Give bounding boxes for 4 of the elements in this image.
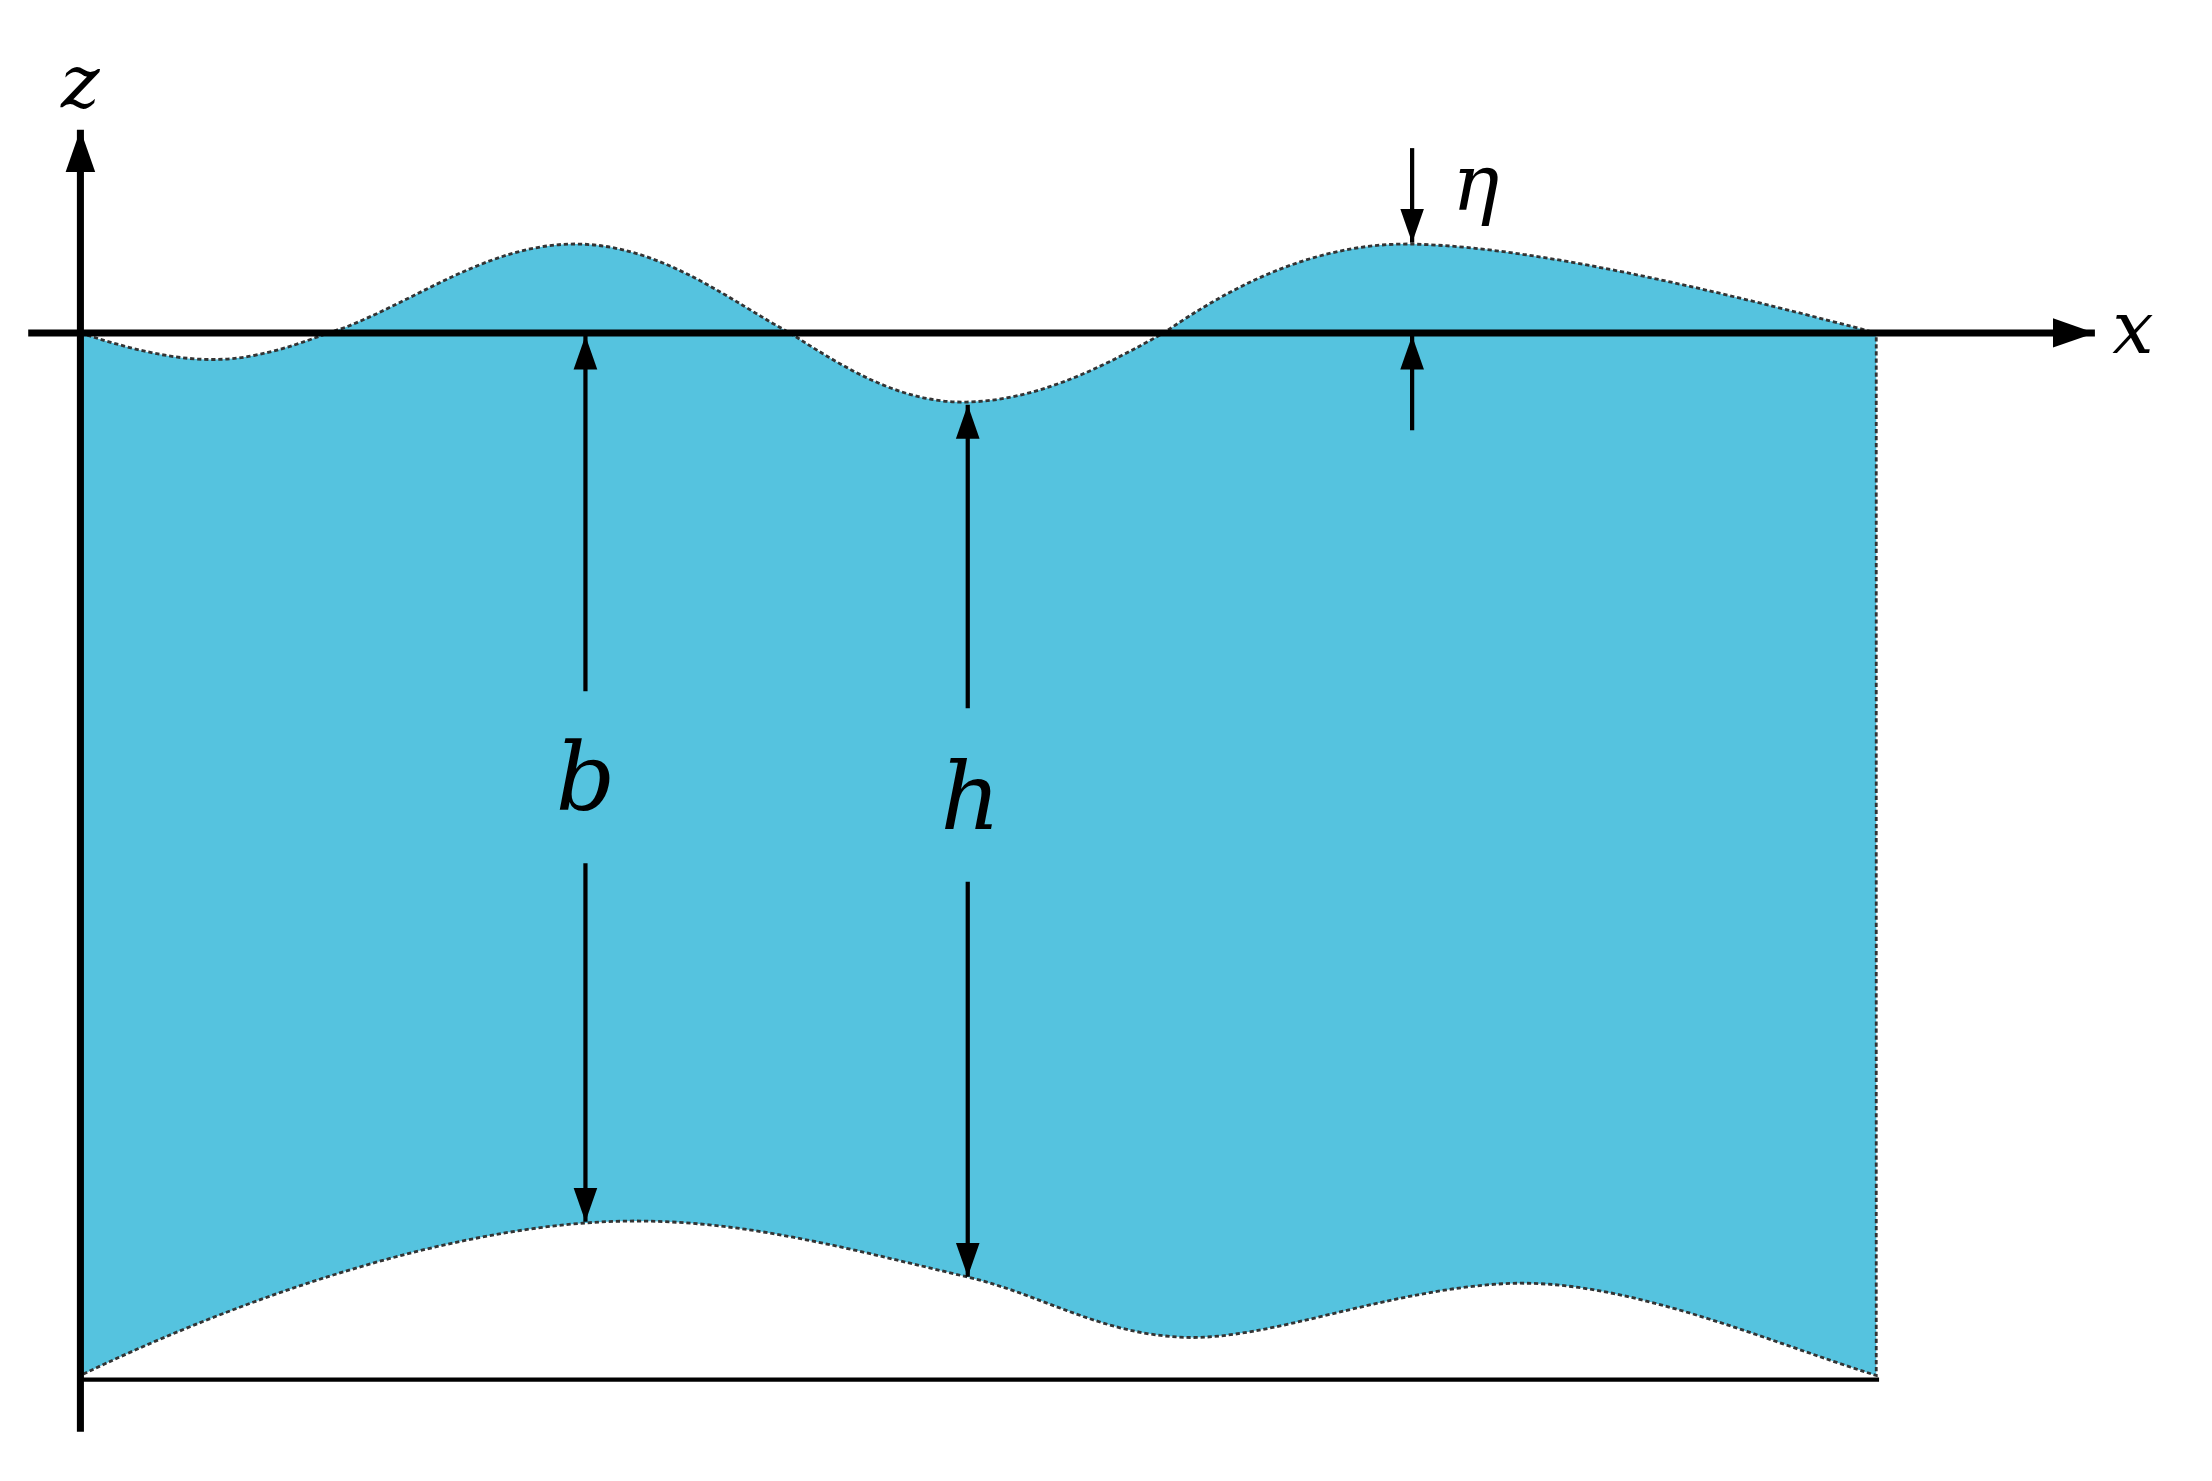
variable-label: b <box>555 732 616 826</box>
axis-label: x <box>2112 290 2154 364</box>
variable-label: h <box>940 751 1001 845</box>
axis-label: z <box>61 45 100 119</box>
